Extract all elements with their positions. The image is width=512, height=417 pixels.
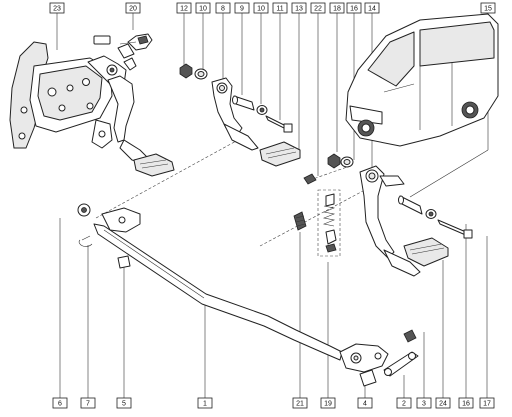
- svg-text:10: 10: [257, 6, 265, 13]
- svg-text:9: 9: [240, 6, 244, 13]
- svg-text:2: 2: [402, 401, 406, 408]
- pedal-bracket: [9, 41, 175, 177]
- svg-text:1: 1: [203, 401, 207, 408]
- cross-shaft: [77, 203, 419, 387]
- label-boxes: 23 20 12 10 8 9 10 11 13 22 18 16 14 15 …: [49, 2, 496, 409]
- label-8: 8: [215, 2, 231, 14]
- label-12: 12: [176, 2, 192, 14]
- van-illustration: [345, 13, 499, 147]
- label-2: 2: [396, 397, 412, 409]
- upper-pedal-parts: [179, 63, 301, 167]
- svg-text:19: 19: [324, 401, 332, 408]
- svg-text:18: 18: [333, 6, 341, 13]
- svg-text:21: 21: [296, 401, 304, 408]
- label-14: 14: [364, 2, 380, 14]
- label-1: 1: [197, 397, 213, 409]
- svg-text:16: 16: [350, 6, 358, 13]
- label-4: 4: [357, 397, 373, 409]
- svg-text:16: 16: [462, 401, 470, 408]
- label-22: 22: [310, 2, 326, 14]
- label-9: 9: [234, 2, 250, 14]
- label-16a: 16: [346, 2, 362, 14]
- right-pedal-assembly: [303, 153, 473, 277]
- svg-text:3: 3: [422, 401, 426, 408]
- svg-text:4: 4: [363, 401, 367, 408]
- svg-text:13: 13: [295, 6, 303, 13]
- label-3: 3: [416, 397, 432, 409]
- label-20: 20: [125, 2, 141, 14]
- label-18: 18: [329, 2, 345, 14]
- label-21: 21: [292, 397, 308, 409]
- svg-text:15: 15: [484, 6, 492, 13]
- label-11: 11: [272, 2, 288, 14]
- label-17: 17: [479, 397, 495, 409]
- label-7: 7: [80, 397, 96, 409]
- label-10b: 10: [253, 2, 269, 14]
- label-6: 6: [52, 397, 68, 409]
- svg-text:24: 24: [439, 401, 447, 408]
- label-15: 15: [480, 2, 496, 14]
- svg-text:20: 20: [129, 6, 137, 13]
- spring-subassembly: [293, 189, 341, 257]
- svg-text:23: 23: [53, 6, 61, 13]
- svg-text:22: 22: [314, 6, 322, 13]
- svg-text:14: 14: [368, 6, 376, 13]
- svg-text:7: 7: [86, 401, 90, 408]
- label-5: 5: [116, 397, 132, 409]
- svg-text:6: 6: [58, 401, 62, 408]
- label-24: 24: [435, 397, 451, 409]
- label-10a: 10: [195, 2, 211, 14]
- brake-light-switch: [93, 33, 153, 51]
- svg-text:11: 11: [276, 6, 283, 13]
- svg-text:8: 8: [221, 6, 225, 13]
- svg-text:5: 5: [122, 401, 126, 408]
- svg-text:17: 17: [483, 401, 491, 408]
- label-23: 23: [49, 2, 65, 14]
- svg-text:12: 12: [180, 6, 188, 13]
- label-13: 13: [291, 2, 307, 14]
- label-16b: 16: [458, 397, 474, 409]
- label-19: 19: [320, 397, 336, 409]
- svg-text:10: 10: [199, 6, 207, 13]
